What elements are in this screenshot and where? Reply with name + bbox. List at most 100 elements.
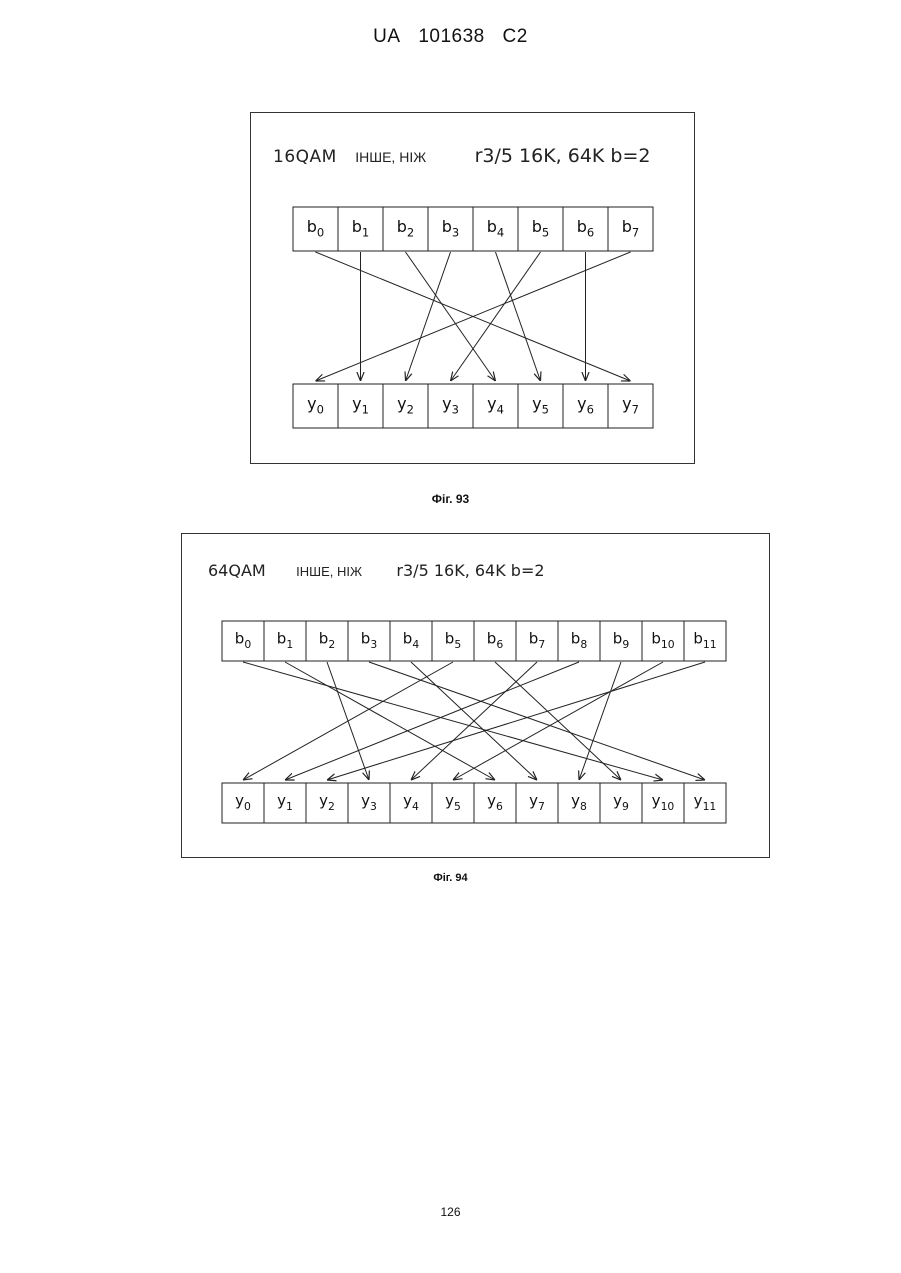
figure-94-input-label-8-sub: 8: [580, 638, 587, 651]
figure-93-output-label-5-base: y: [532, 394, 541, 413]
figure-94-diagram: b0b1b2b3b4b5b6b7b8b9b10b11y0y1y2y3y4y5y6…: [182, 534, 769, 857]
figure-93-output-label-7-sub: 7: [632, 402, 639, 416]
figure-93-output-label-0-base: y: [307, 394, 316, 413]
figure-94-output-label-11-sub: 11: [703, 800, 717, 813]
figure-94-input-label-10-base: b: [651, 630, 661, 648]
figure-94-output-label-4-base: y: [403, 792, 412, 810]
figure-94-arrow-b8-to-y1: [285, 662, 579, 780]
figure-94-output-label-8-sub: 8: [580, 800, 587, 813]
figure-94-output-label-5-sub: 5: [454, 800, 461, 813]
figure-93-arrow-b3-to-y2: [406, 252, 451, 381]
figure-93-output-label-4-sub: 4: [497, 402, 504, 416]
figure-94-input-label-3-sub: 3: [370, 638, 377, 651]
figure-94-arrow-b5-to-y0: [243, 662, 453, 780]
figure-93-output-label-3-base: y: [442, 394, 451, 413]
figure-94-input-label-6-sub: 6: [496, 638, 503, 651]
figure-94-input-label-0-base: b: [235, 630, 245, 648]
figure-94-output-label-7-sub: 7: [538, 800, 545, 813]
figure-93-output-label-1-base: y: [352, 394, 361, 413]
figure-94-input-label-9-sub: 9: [622, 638, 629, 651]
figure-94-output-label-7-base: y: [529, 792, 538, 810]
figure-94-input-label-2-base: b: [319, 630, 329, 648]
page-number: 126: [0, 1205, 901, 1219]
figure-94-output-label-3-sub: 3: [370, 800, 377, 813]
document-header: UA 101638 C2: [0, 26, 901, 48]
figure-94-arrow-b11-to-y2: [327, 662, 705, 780]
figure-94-input-label-6-base: b: [487, 630, 497, 648]
figure-93-output-label-1-sub: 1: [362, 402, 369, 416]
figure-93-input-label-6-base: b: [577, 217, 587, 236]
figure-93-arrow-b2-to-y4: [406, 252, 496, 381]
figure-94-input-label-10-sub: 10: [661, 638, 675, 651]
figure-93-input-label-2-base: b: [397, 217, 407, 236]
figure-94-output-label-9-sub: 9: [622, 800, 629, 813]
figure-94-output-label-10-sub: 10: [661, 800, 675, 813]
figure-94-input-label-11-sub: 11: [703, 638, 717, 651]
figure-94-arrow-b1-to-y6: [285, 662, 495, 780]
figure-94-output-label-4-sub: 4: [412, 800, 419, 813]
figure-93-output-label-2-base: y: [397, 394, 406, 413]
figure-94-input-label-4-sub: 4: [412, 638, 419, 651]
header-number: 101638: [418, 26, 484, 47]
figure-93-input-label-5-sub: 5: [542, 225, 549, 239]
figure-93-arrow-b5-to-y3: [451, 252, 541, 381]
figure-94-arrow-b10-to-y5: [453, 662, 663, 780]
figure-94-output-label-10-base: y: [652, 792, 661, 810]
figure-93-input-label-6-sub: 6: [587, 225, 594, 239]
figure-94-output-label-0-base: y: [235, 792, 244, 810]
figure-93-input-label-1-sub: 1: [362, 225, 369, 239]
figure-94-output-label-8-base: y: [571, 792, 580, 810]
figure-94-input-label-1-base: b: [277, 630, 287, 648]
figure-94-input-label-1-sub: 1: [286, 638, 293, 651]
header-country: UA: [373, 26, 400, 47]
figure-94-input-label-2-sub: 2: [328, 638, 335, 651]
figure-93-caption: Фіг. 93: [0, 492, 901, 506]
figure-94-arrow-b3-to-y11: [369, 662, 705, 780]
figure-93-output-label-7-base: y: [622, 394, 631, 413]
figure-94-output-label-11-base: y: [694, 792, 703, 810]
figure-94-caption: Фіг. 94: [0, 872, 901, 884]
figure-94-output-label-0-sub: 0: [244, 800, 251, 813]
figure-93-output-label-3-sub: 3: [452, 402, 459, 416]
figure-94-output-label-1-base: y: [277, 792, 286, 810]
figure-93-input-label-4-base: b: [487, 217, 497, 236]
figure-94-output-label-2-base: y: [319, 792, 328, 810]
figure-94-input-label-4-base: b: [403, 630, 413, 648]
figure-93-input-label-2-sub: 2: [407, 225, 414, 239]
figure-93-input-label-5-base: b: [532, 217, 542, 236]
figure-94-input-label-7-base: b: [529, 630, 539, 648]
figure-93-output-label-4-base: y: [487, 394, 496, 413]
figure-94-output-label-5-base: y: [445, 792, 454, 810]
figure-93-output-label-5-sub: 5: [542, 402, 549, 416]
figure-94-output-label-6-sub: 6: [496, 800, 503, 813]
figure-93-arrow-b4-to-y5: [496, 252, 541, 381]
figure-94-output-label-6-base: y: [487, 792, 496, 810]
figure-94-input-label-5-base: b: [445, 630, 455, 648]
figure-94-input-label-11-base: b: [693, 630, 703, 648]
figure-93-output-label-2-sub: 2: [407, 402, 414, 416]
figure-94-output-label-3-base: y: [361, 792, 370, 810]
figure-93-output-label-0-sub: 0: [317, 402, 324, 416]
figure-94-input-label-0-sub: 0: [244, 638, 251, 651]
figure-93-input-label-7-sub: 7: [632, 225, 639, 239]
figure-93-diagram: b0b1b2b3b4b5b6b7y0y1y2y3y4y5y6y7: [251, 113, 694, 463]
figure-94-input-label-3-base: b: [361, 630, 371, 648]
figure-94-input-label-9-base: b: [613, 630, 623, 648]
figure-93-input-label-3-base: b: [442, 217, 452, 236]
figure-93-output-label-6-sub: 6: [587, 402, 594, 416]
header-kind: C2: [503, 26, 528, 47]
figure-94-output-label-9-base: y: [613, 792, 622, 810]
figure-94-input-label-5-sub: 5: [454, 638, 461, 651]
figure-94-output-label-2-sub: 2: [328, 800, 335, 813]
figure-93-input-label-0-base: b: [307, 217, 317, 236]
figure-93-frame: 16QAM ІНШЕ, НІЖ r3/5 16K, 64K b=2 b0b1b2…: [250, 112, 695, 464]
figure-94-input-label-8-base: b: [571, 630, 581, 648]
figure-93-input-label-3-sub: 3: [452, 225, 459, 239]
figure-94-frame: 64QAM ІНШЕ, НІЖ r3/5 16K, 64K b=2 b0b1b2…: [181, 533, 770, 858]
figure-94-output-label-1-sub: 1: [286, 800, 293, 813]
figure-93-input-label-0-sub: 0: [317, 225, 324, 239]
figure-93-input-label-4-sub: 4: [497, 225, 504, 239]
figure-93-input-label-1-base: b: [352, 217, 362, 236]
figure-93-output-label-6-base: y: [577, 394, 586, 413]
figure-94-input-label-7-sub: 7: [538, 638, 545, 651]
